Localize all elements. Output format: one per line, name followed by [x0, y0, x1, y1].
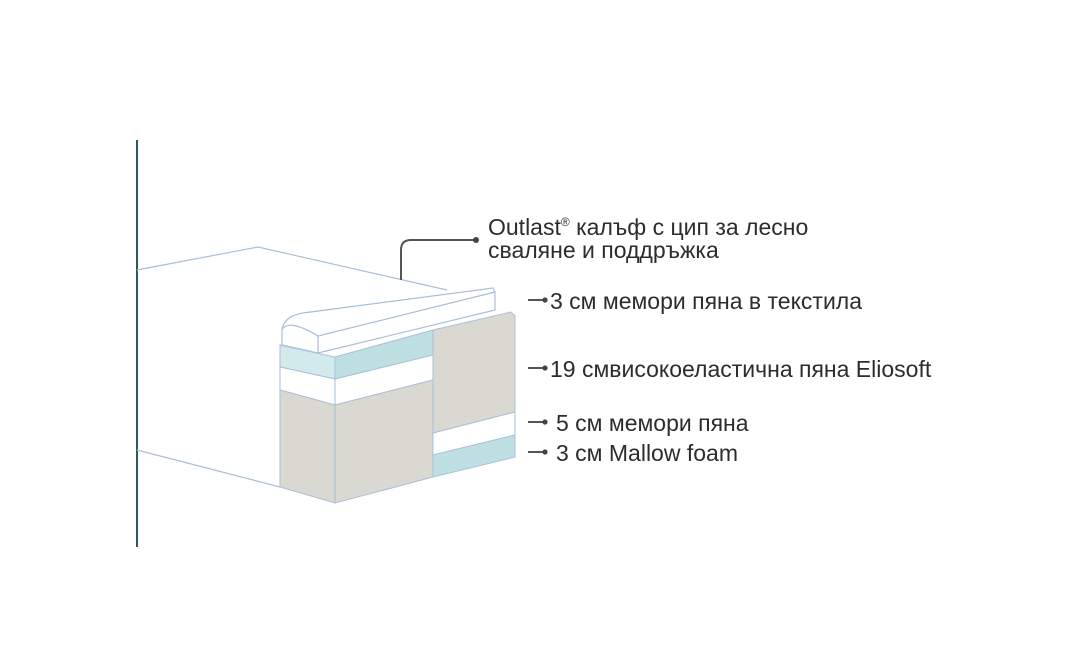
- topper: [281, 287, 496, 354]
- leader-dots: [473, 237, 548, 455]
- cover-label-line1: Outlast® калъф с цип за лесно: [488, 208, 808, 241]
- cover-leader: [400, 239, 475, 280]
- layer-label-memory-foam: 5 см мемори пяна: [556, 410, 749, 436]
- side-beige-layer: [432, 311, 516, 434]
- layer-label-mallow-foam: 3 см Mallow foam: [556, 440, 738, 466]
- layer-label-eliosoft: 19 смвисокоеластична пяна Eliosoft: [550, 356, 932, 382]
- mattress-outline: [136, 246, 448, 488]
- layer-label-topper-memory: 3 см мемори пяна в текстила: [550, 288, 863, 314]
- leader-lines: [400, 239, 544, 453]
- left-beige-layer: [279, 389, 336, 504]
- cover-text: калъф с цип за лесно: [569, 214, 809, 240]
- cross-section-side-block: [432, 311, 516, 478]
- cover-label-line2: сваляне и поддръжка: [488, 237, 719, 263]
- cross-section-front-face: [334, 329, 434, 504]
- side-blue-layer: [432, 434, 516, 478]
- registered-mark: ®: [560, 215, 570, 229]
- cover-brand: Outlast: [488, 214, 561, 240]
- cross-section-left-face: [279, 344, 336, 504]
